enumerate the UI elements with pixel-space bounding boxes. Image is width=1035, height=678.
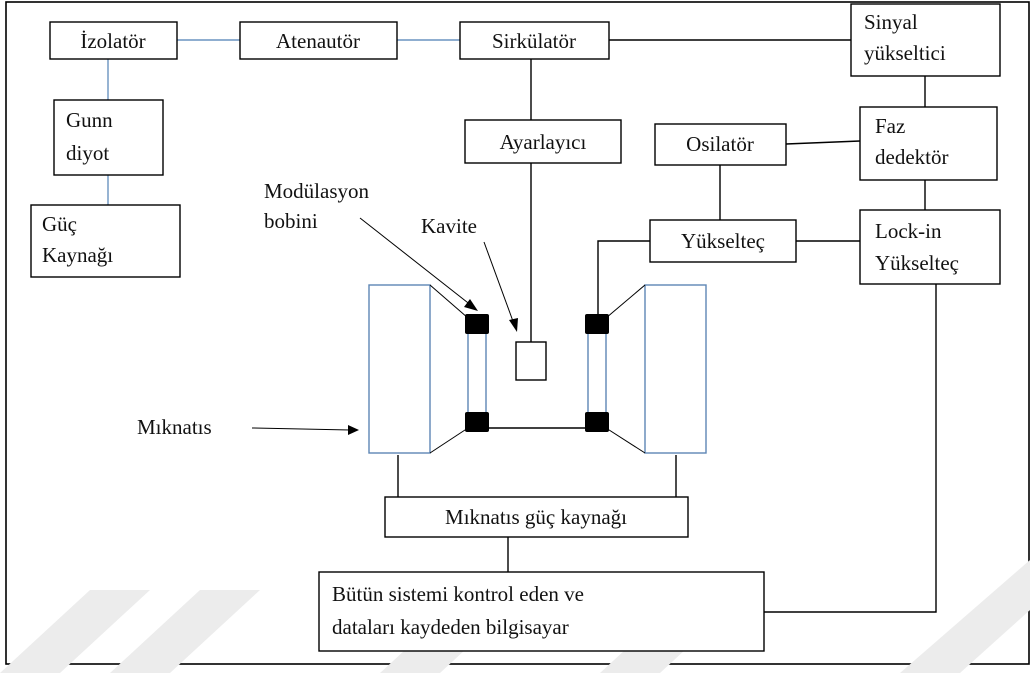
block-faz-dedektor: Faz dedektör [859,106,998,181]
block-miknatis-guc-kaynagi: Mıknatıs güç kaynağı [384,496,689,538]
link-osilator-faz [785,140,861,145]
cavity [515,341,547,381]
block-osilator: Osilatör [654,123,787,166]
svg-text:Sinyal: Sinyal [864,10,918,34]
label-kavite: Kavite [421,214,477,238]
svg-text:Sirkülatör: Sirkülatör [492,29,576,53]
svg-text:dataları kaydeden bilgisayar: dataları kaydeden bilgisayar [332,615,569,639]
svg-text:İzolatör: İzolatör [80,29,145,53]
svg-text:Gunn: Gunn [66,108,113,132]
svg-text:Yükselteç: Yükselteç [875,251,959,275]
block-sinyal-yukseltici: Sinyal yükseltici [850,3,1001,77]
block-yukseltec: Yükselteç [649,219,797,263]
magnet-assembly [368,284,707,454]
coil-left [467,324,487,426]
block-sirkulator: Sirkülatör [459,21,610,60]
block-izolator: İzolatör [49,21,178,60]
block-ayarlayici: Ayarlayıcı [464,119,622,164]
svg-text:Osilatör: Osilatör [686,132,754,156]
svg-text:Mıknatıs güç kaynağı: Mıknatıs güç kaynağı [445,505,627,529]
block-atenautor: Atenautör [239,21,398,60]
svg-text:Faz: Faz [875,114,905,138]
label-modulasyon: Modülasyon [264,179,370,203]
svg-text:Lock-in: Lock-in [875,219,942,243]
arrow-head-coil [464,299,478,311]
block-guc-kaynagi: Güç Kaynağı [30,204,181,278]
magnet-left [368,284,431,454]
svg-text:dedektör: dedektör [875,145,948,169]
svg-text:Güç: Güç [42,212,77,236]
block-lockin-yukseltec: Lock-in Yükselteç [859,209,1001,285]
diagram-frame [5,1,1030,665]
svg-text:yükseltici: yükseltici [864,41,946,65]
link-lockin-bilgisayar [764,284,937,613]
label-bobini: bobini [264,209,318,233]
svg-text:diyot: diyot [66,141,109,165]
coil-right [587,324,607,426]
svg-text:Kaynağı: Kaynağı [42,243,113,267]
block-bilgisayar: Bütün sistemi kontrol eden ve dataları k… [318,571,765,652]
svg-text:Ayarlayıcı: Ayarlayıcı [500,130,587,154]
magnet-right [644,284,707,454]
arrow-head-magnet [348,425,359,435]
svg-text:Yükselteç: Yükselteç [681,229,765,253]
arrow-head-cavity [509,318,518,332]
connections [107,39,937,613]
svg-text:Atenautör: Atenautör [276,29,360,53]
block-gunn-diyot: Gunn diyot [53,99,164,176]
link-yukseltec-coil [597,240,650,318]
svg-text:Bütün sistemi kontrol eden ve: Bütün sistemi kontrol eden ve [332,582,584,606]
label-miknatis: Mıknatıs [137,415,212,439]
annotation-arrows [251,217,518,435]
